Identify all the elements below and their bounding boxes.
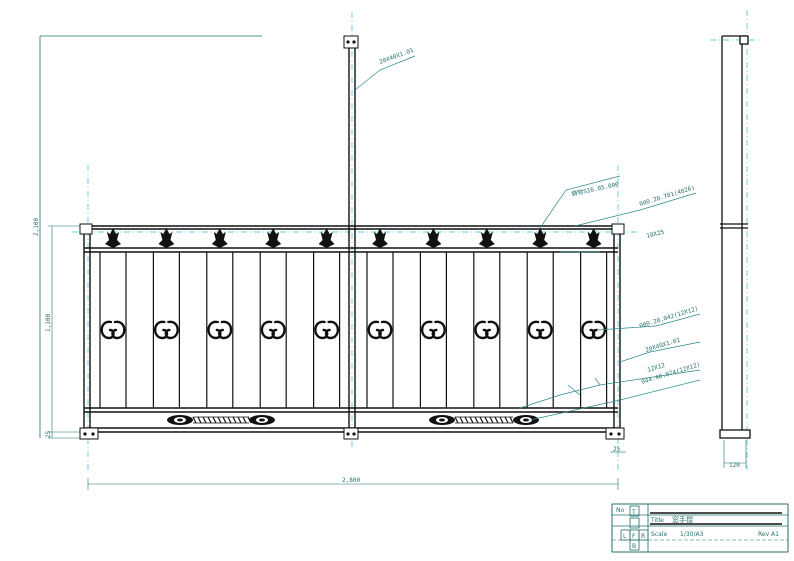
- tb-title-label: Title: [650, 517, 664, 524]
- twist-segment: [227, 416, 232, 424]
- bottom-rosette: [513, 415, 539, 425]
- title-block: [611, 503, 789, 553]
- finial: [585, 228, 602, 248]
- scroll-pair: [314, 320, 340, 340]
- twist-segment: [474, 416, 479, 424]
- scroll-ornaments: [100, 320, 607, 340]
- twist-segment: [242, 416, 247, 424]
- bottom-rosette: [249, 415, 275, 425]
- side-view: [719, 35, 751, 439]
- twist-segment: [459, 416, 464, 424]
- twist-segment: [479, 416, 484, 424]
- finial: [211, 228, 228, 248]
- twist-segment: [232, 416, 237, 424]
- scroll-pair: [420, 320, 446, 340]
- twist-segment: [247, 416, 252, 424]
- twist-segment: [454, 416, 459, 424]
- callout-post: 20X40X1.01: [645, 337, 682, 354]
- scroll-pair: [207, 320, 233, 340]
- finial: [265, 228, 282, 248]
- bottom-rosette: [167, 415, 193, 425]
- twist-segment: [489, 416, 494, 424]
- twist-segment: [197, 416, 202, 424]
- twist-segment: [499, 416, 504, 424]
- bottom-rosette: [429, 415, 455, 425]
- scroll-pair: [100, 320, 126, 340]
- mount-plates: [79, 35, 625, 440]
- finial: [478, 228, 495, 248]
- twist-segment: [202, 416, 207, 424]
- twist-segment: [484, 416, 489, 424]
- scroll-pair: [527, 320, 553, 340]
- twist-segment: [192, 416, 197, 424]
- finial: [532, 228, 549, 248]
- finial: [425, 228, 442, 248]
- tb-no-label: No: [616, 507, 624, 514]
- twist-segment: [212, 416, 217, 424]
- tb-scale-value: 1/30/A3: [680, 531, 704, 538]
- finials: [105, 228, 602, 248]
- tb-title-value: 窓手摺: [672, 515, 693, 524]
- scroll-pair: [153, 320, 179, 340]
- tb-view-b: B: [632, 543, 636, 550]
- tb-view-t: T: [631, 509, 636, 516]
- callout-leaders: [354, 55, 701, 421]
- twist-segment: [494, 416, 499, 424]
- twist-segment: [237, 416, 242, 424]
- twist-segment: [207, 416, 212, 424]
- tb-view-r: R: [641, 533, 645, 540]
- finial: [372, 228, 388, 248]
- base-dim: 25: [45, 430, 52, 438]
- height-dim-rail: 1,100: [45, 314, 52, 332]
- scroll-pair: [367, 320, 393, 340]
- callout-top-rail: 000.20.701(4026): [639, 184, 696, 208]
- twist-segment: [222, 416, 227, 424]
- finial: [158, 228, 175, 248]
- dimension-lines: [48, 225, 747, 490]
- finial: [318, 228, 335, 248]
- bottom-ornaments: [167, 415, 539, 425]
- twist-segment: [509, 416, 514, 424]
- centerlines: [72, 10, 760, 470]
- tb-view-l: L: [623, 533, 627, 540]
- callout-flat-bar: 18X25: [646, 229, 666, 240]
- balusters: [99, 252, 608, 408]
- twist-segment: [217, 416, 222, 424]
- width-dim: 2,800: [342, 477, 360, 484]
- twist-segment: [504, 416, 509, 424]
- tb-rev: Rev A1: [758, 531, 779, 538]
- height-dim-total: 2,100: [33, 218, 40, 236]
- callout-baluster: 000.20.042(12X12): [639, 305, 700, 330]
- scroll-pair: [581, 320, 607, 340]
- plate-holes: [83, 40, 621, 436]
- twist-segment: [469, 416, 474, 424]
- twist-segment: [464, 416, 469, 424]
- finial: [105, 228, 121, 248]
- scroll-pair: [474, 320, 500, 340]
- tb-scale-label: Scale: [651, 531, 667, 538]
- scroll-pair: [260, 320, 286, 340]
- foot-dim: 25: [613, 446, 621, 453]
- side-width-dim: 120: [729, 462, 740, 469]
- tb-view-f: F: [632, 533, 636, 540]
